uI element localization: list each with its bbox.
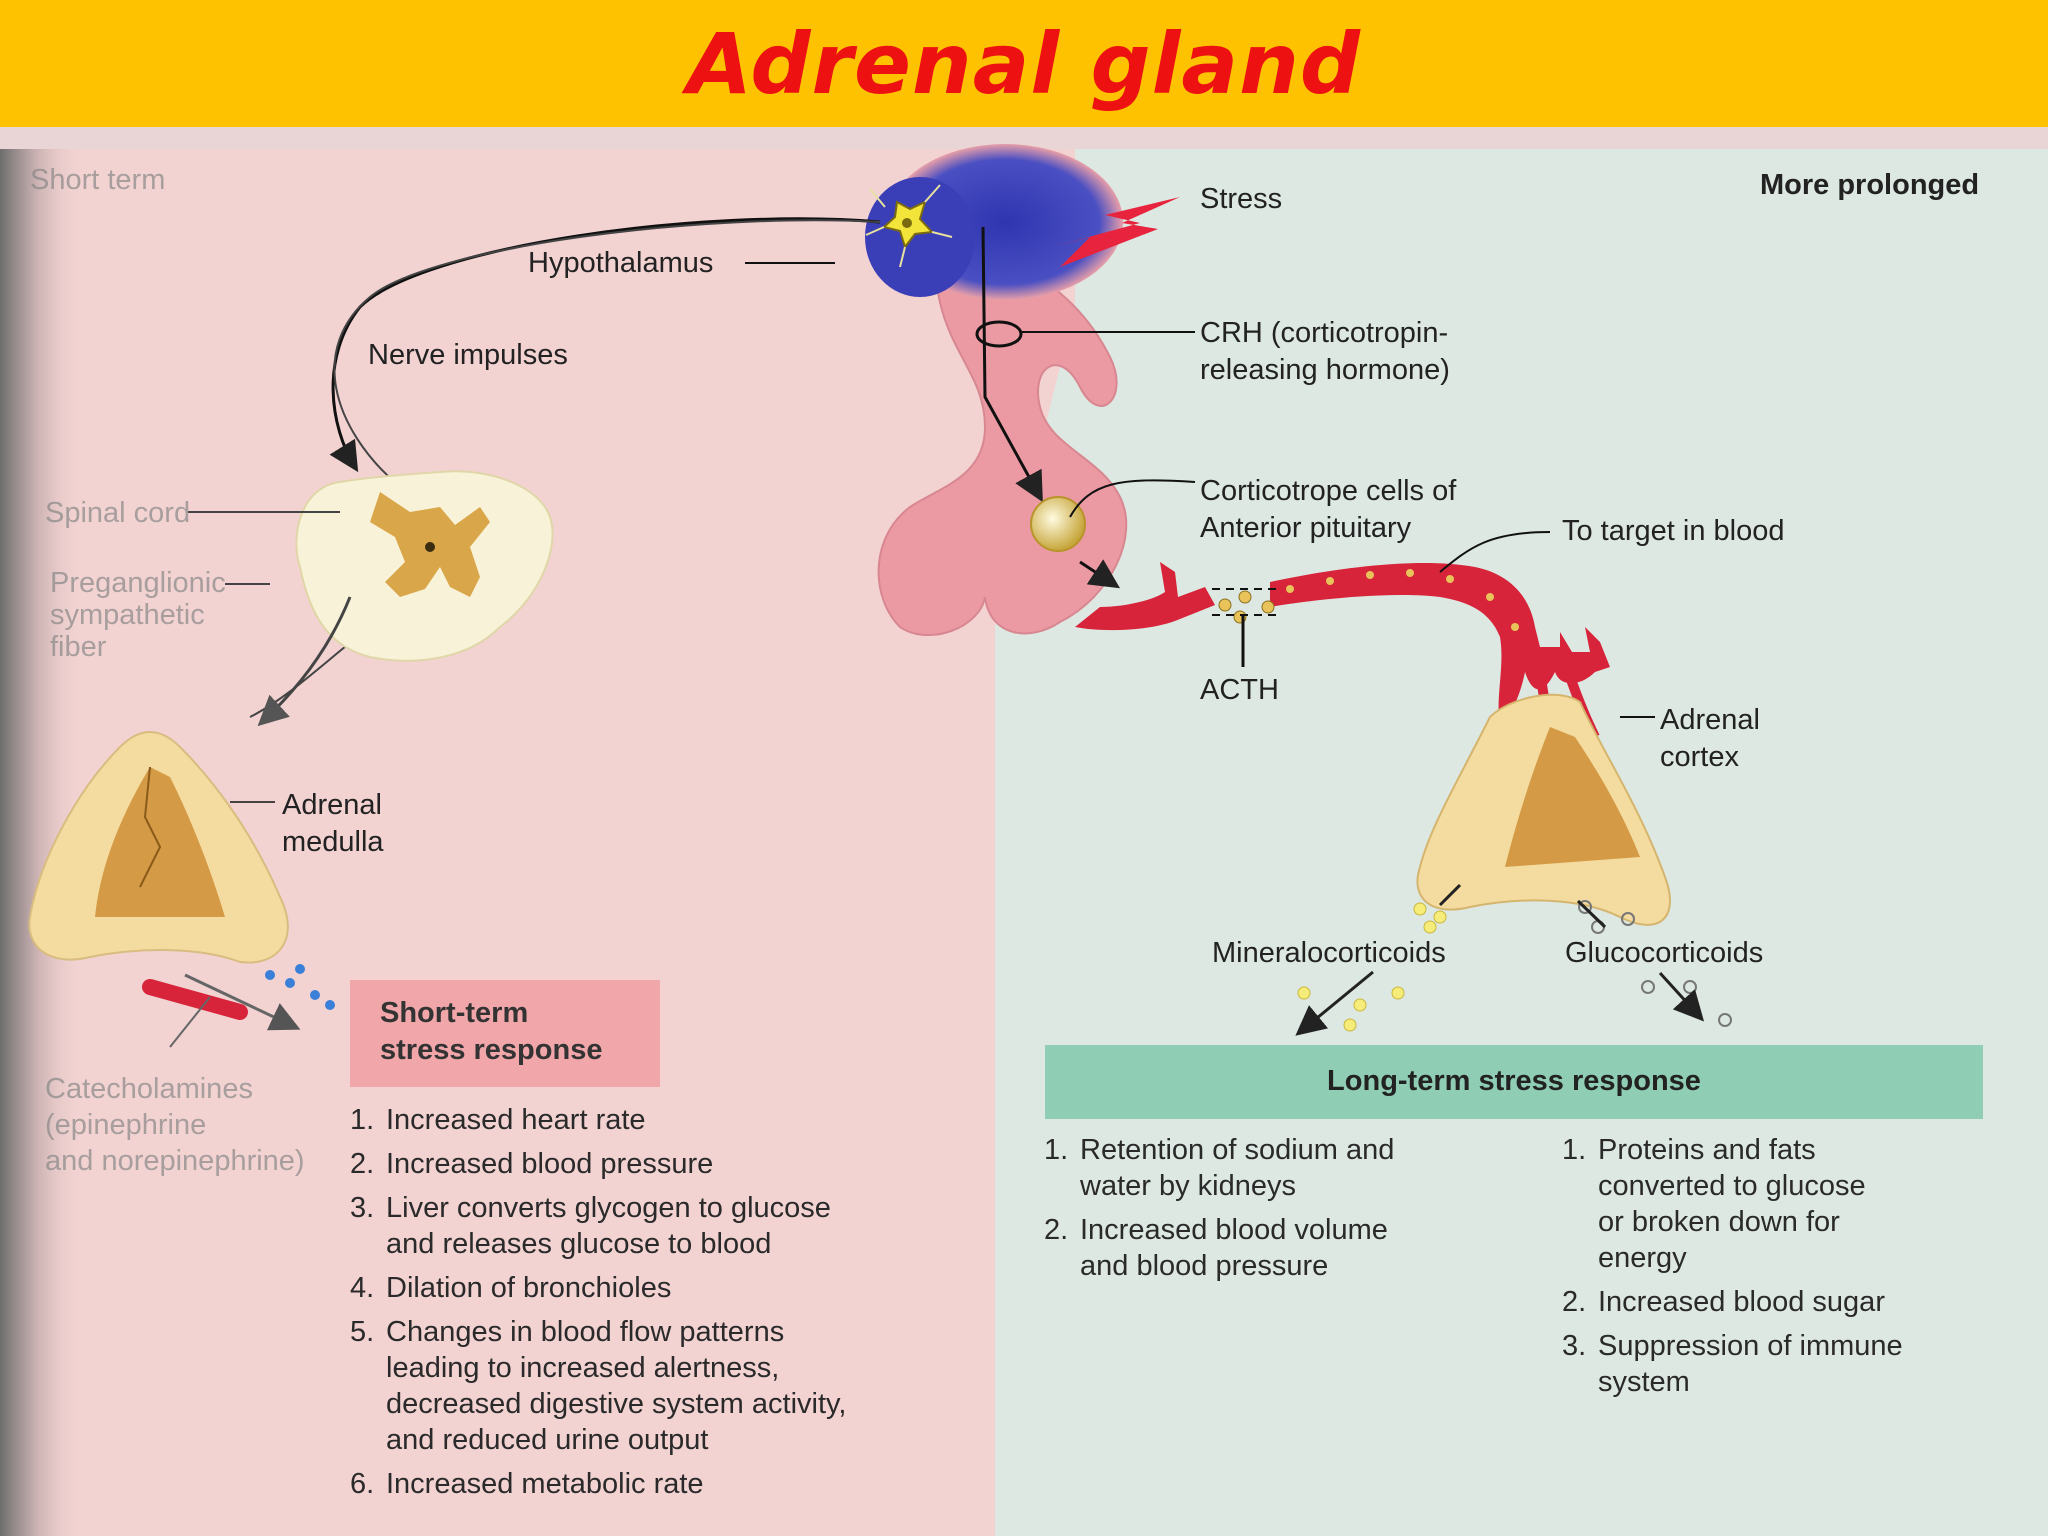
glucocorticoids-label: Glucocorticoids [1565,937,1764,969]
catecholamine-dots [265,964,335,1010]
list-item: 4.Dilation of bronchioles [350,1272,672,1304]
corticoid-dots [1295,883,1732,1036]
catecholamines-label: Catecholamines (epinephrine and norepine… [45,1073,305,1177]
acth-molecules [1218,590,1275,624]
long-term-header: Long-term stress response [1327,1065,1701,1097]
corticotrope-label: Corticotrope cells of Anterior pituitary [1200,475,1457,544]
adrenal-gland-left [28,731,289,964]
adrenal-medulla-label: Adrenal medulla [282,789,384,858]
more-prolonged-label: More prolonged [1760,169,1980,201]
list-item: 1.Increased heart rate [350,1104,646,1136]
crh-marker [975,320,1023,348]
adrenal-gland-right [1416,693,1671,926]
acth-label: ACTH [1200,674,1279,706]
title-bar: Adrenal gland [0,0,2048,127]
preganglionic-fiber-label: Preganglionic sympathetic fiber [50,567,226,663]
mineralocorticoid-effects-list: 1.Retention of sodium and water by kidne… [1044,1132,1504,1292]
mineralocorticoids-label: Mineralocorticoids [1212,937,1446,969]
hypothalamic-neuron [865,184,953,268]
list-item: 1.Retention of sodium and water by kidne… [1044,1134,1395,1202]
short-term-effects-list: 1.Increased heart rate 2.Increased blood… [350,1102,990,1510]
adrenal-cortex-label: Adrenal cortex [1660,704,1760,773]
list-item: 2.Increased blood volume and blood press… [1044,1214,1388,1282]
short-term-header-box [350,980,660,1087]
nerve-impulses-label: Nerve impulses [368,339,568,371]
short-term-header: Short-term stress response [380,997,603,1066]
page-title: Adrenal gland [686,14,1361,113]
to-target-label: To target in blood [1562,515,1785,547]
list-item: 1.Proteins and fats converted to glucose… [1562,1134,1866,1274]
spinal-cord-label: Spinal cord [45,497,191,529]
corticotrope-cell [1030,496,1086,552]
list-item: 5.Changes in blood flow patterns leading… [350,1316,847,1456]
figure-artwork [0,127,2048,1536]
glucocorticoid-effects-list: 1.Proteins and fats converted to glucose… [1562,1132,2002,1408]
list-item: 2.Increased blood sugar [1562,1286,1885,1318]
stress-bolt-icon [1052,197,1180,267]
list-item: 6.Increased metabolic rate [350,1468,704,1500]
stress-response-figure: Short term More prolonged Stress Hypotha… [0,127,2048,1536]
spinal-cord [295,470,554,662]
stress-label: Stress [1200,183,1283,215]
list-item: 2.Increased blood pressure [350,1148,714,1180]
list-item: 3.Suppression of immune system [1562,1330,1903,1398]
hypothalamus-label: Hypothalamus [528,247,714,279]
short-term-corner-label: Short term [30,164,166,196]
long-term-header-box [1045,1045,1983,1119]
long-term-panel-top [1075,127,2048,627]
list-item: 3.Liver converts glycogen to glucose and… [350,1192,831,1260]
crh-label: CRH (corticotropin- releasing hormone) [1200,317,1450,386]
